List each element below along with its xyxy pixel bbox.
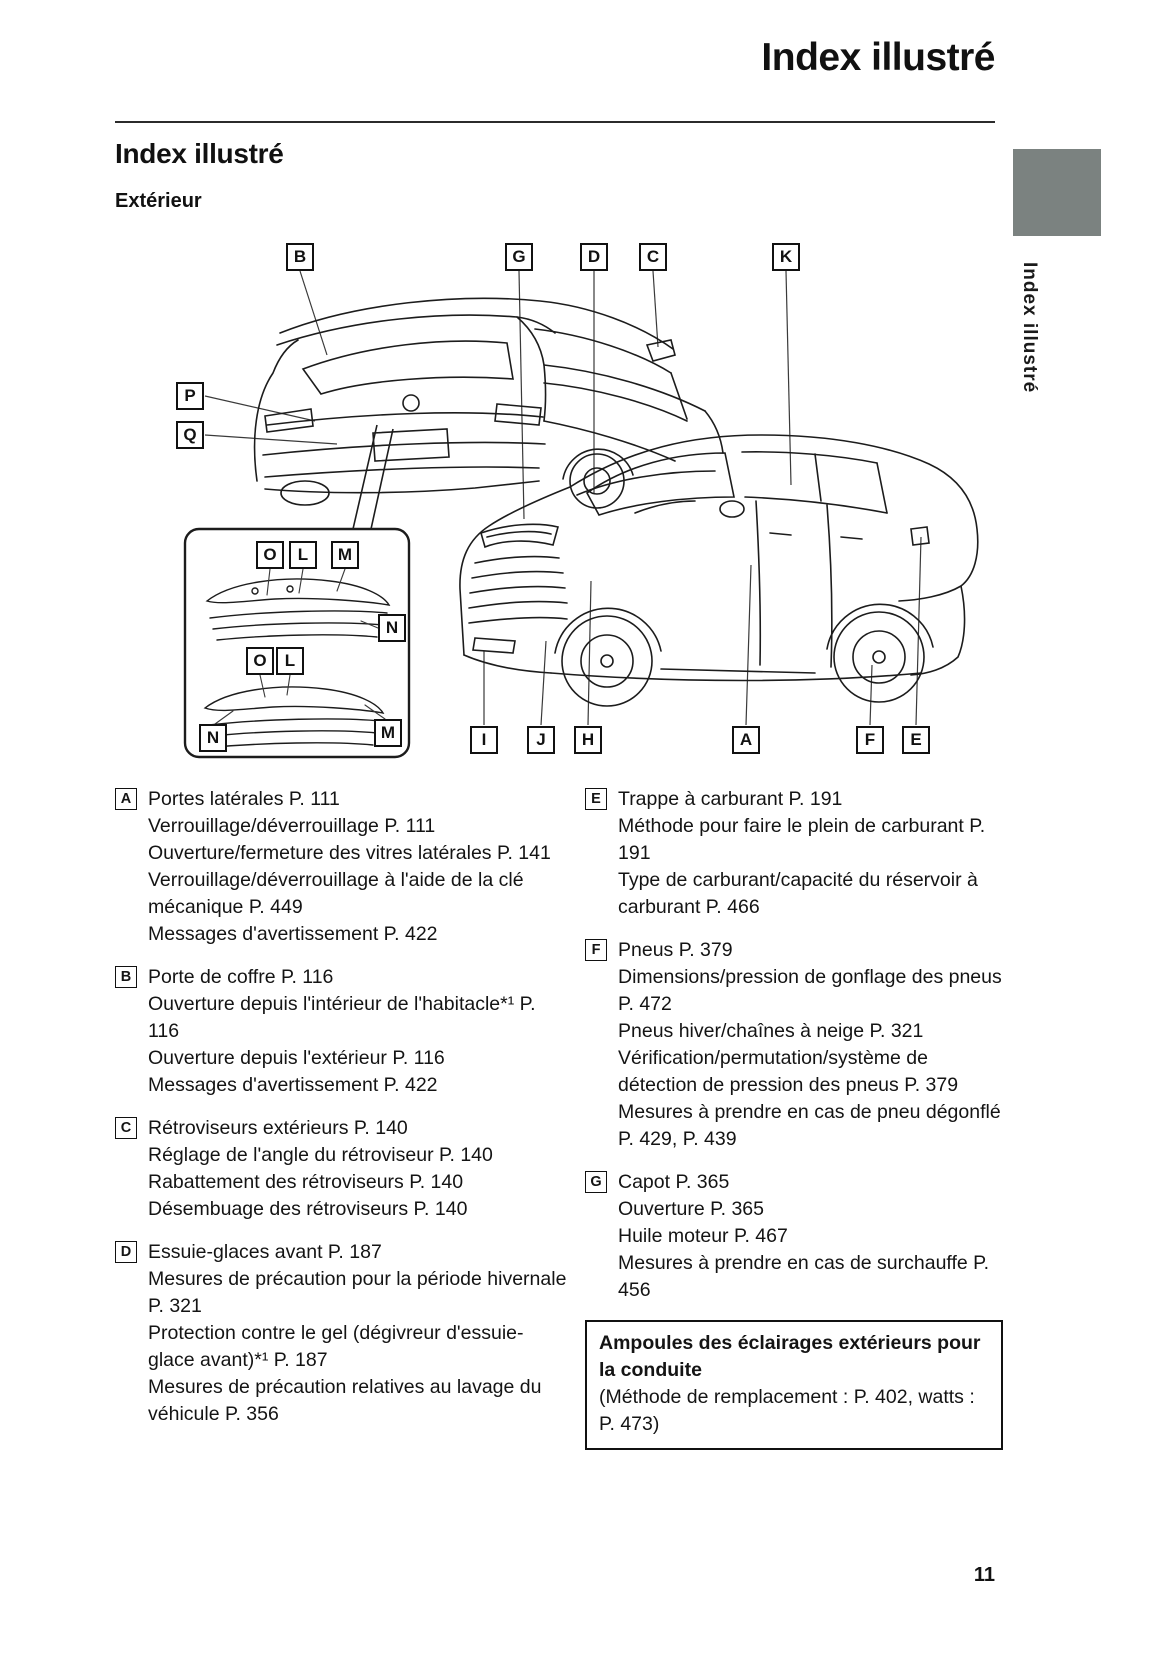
exterior-bulbs-note: Ampoules des éclairages extérieurs pour … bbox=[585, 1320, 1003, 1450]
diagram-label-e: E bbox=[902, 726, 930, 754]
entry-letter-badge-b: B bbox=[115, 966, 137, 988]
chapter-tab-label: Index illustré bbox=[1019, 262, 1040, 394]
entry-line: Ouverture P. 365 bbox=[618, 1198, 764, 1220]
entry-title-f: Pneus P. 379 bbox=[618, 939, 733, 961]
note-title: Ampoules des éclairages extérieurs pour … bbox=[599, 1332, 981, 1381]
callout-leader-lines bbox=[204, 270, 922, 726]
entry-title-e: Trappe à carburant P. 191 bbox=[618, 788, 843, 810]
entry-title-b: Porte de coffre P. 116 bbox=[148, 966, 334, 988]
diagram-label-c: C bbox=[639, 243, 667, 271]
entry-letter-badge-g: G bbox=[585, 1171, 607, 1193]
entry-line: Ouverture depuis l'intérieur de l'habita… bbox=[148, 993, 536, 1042]
entry-title-a: Portes latérales P. 111 bbox=[148, 788, 340, 810]
diagram-label-m-2: M bbox=[374, 719, 402, 747]
entry-letter-badge-a: A bbox=[115, 788, 137, 810]
entry-title-c: Rétroviseurs extérieurs P. 140 bbox=[148, 1117, 408, 1139]
diagram-label-p: P bbox=[176, 382, 204, 410]
diagram-label-n-1: N bbox=[378, 614, 406, 642]
diagram-label-o-2: O bbox=[246, 647, 274, 675]
entry-letter-badge-f: F bbox=[585, 939, 607, 961]
entry-line: Mesures à prendre en cas de pneu dégonfl… bbox=[618, 1101, 1001, 1150]
page-number: 11 bbox=[973, 1564, 995, 1586]
index-entry-b: B Porte de coffre P. 116 Ouverture depui… bbox=[115, 964, 567, 1099]
chapter-tab-marker bbox=[1013, 149, 1101, 236]
entry-line: Mesures de précaution relatives au lavag… bbox=[148, 1376, 542, 1425]
entry-letter-badge-d: D bbox=[115, 1241, 137, 1263]
entry-line: Verrouillage/déverrouillage à l'aide de … bbox=[148, 869, 524, 918]
index-column-left: A Portes latérales P. 111 Verrouillage/d… bbox=[115, 786, 567, 1444]
diagram-label-a: A bbox=[732, 726, 760, 754]
entry-line: Protection contre le gel (dégivreur d'es… bbox=[148, 1322, 524, 1371]
header-divider bbox=[115, 121, 995, 123]
entry-line: Dimensions/pression de gonflage des pneu… bbox=[618, 966, 1002, 1015]
diagram-label-j: J bbox=[527, 726, 555, 754]
entry-line: Huile moteur P. 467 bbox=[618, 1225, 788, 1247]
index-entry-f: F Pneus P. 379 Dimensions/pression de go… bbox=[585, 937, 1003, 1153]
entry-title-g: Capot P. 365 bbox=[618, 1171, 730, 1193]
detail-inset-art bbox=[183, 527, 411, 759]
entry-line: Messages d'avertissement P. 422 bbox=[148, 1074, 438, 1096]
diagram-label-l-2: L bbox=[276, 647, 304, 675]
index-entry-g: G Capot P. 365 Ouverture P. 365 Huile mo… bbox=[585, 1169, 1003, 1304]
diagram-label-h: H bbox=[574, 726, 602, 754]
index-entry-a: A Portes latérales P. 111 Verrouillage/d… bbox=[115, 786, 567, 948]
diagram-label-q: Q bbox=[176, 421, 204, 449]
diagram-label-d: D bbox=[580, 243, 608, 271]
entry-line: Ouverture/fermeture des vitres latérales… bbox=[148, 842, 551, 864]
entry-title-d: Essuie-glaces avant P. 187 bbox=[148, 1241, 382, 1263]
index-entry-e: E Trappe à carburant P. 191 Méthode pour… bbox=[585, 786, 1003, 921]
exterior-diagram-art bbox=[183, 270, 979, 759]
diagram-label-k: K bbox=[772, 243, 800, 271]
entry-line: Réglage de l'angle du rétroviseur P. 140 bbox=[148, 1144, 493, 1166]
diagram-label-f: F bbox=[856, 726, 884, 754]
entry-letter-badge-e: E bbox=[585, 788, 607, 810]
note-body: (Méthode de remplacement : P. 402, watts… bbox=[599, 1386, 975, 1435]
entry-line: Mesures à prendre en cas de surchauffe P… bbox=[618, 1252, 990, 1301]
diagram-label-n-2: N bbox=[199, 724, 227, 752]
entry-letter-badge-c: C bbox=[115, 1117, 137, 1139]
diagram-label-i: I bbox=[470, 726, 498, 754]
entry-line: Rabattement des rétroviseurs P. 140 bbox=[148, 1171, 464, 1193]
entry-line: Vérification/permutation/système de déte… bbox=[618, 1047, 959, 1096]
index-column-right: E Trappe à carburant P. 191 Méthode pour… bbox=[585, 786, 1003, 1450]
exterior-diagram: B G D C K P Q O L M N O L N M I J H A F … bbox=[115, 233, 995, 768]
entry-line: Verrouillage/déverrouillage P. 111 bbox=[148, 815, 436, 837]
entry-line: Mesures de précaution pour la période hi… bbox=[148, 1268, 567, 1317]
entry-line: Pneus hiver/chaînes à neige P. 321 bbox=[618, 1020, 924, 1042]
diagram-label-m-1: M bbox=[331, 541, 359, 569]
page-header-title: Index illustré bbox=[761, 36, 995, 79]
entry-line: Messages d'avertissement P. 422 bbox=[148, 923, 438, 945]
entry-line: Méthode pour faire le plein de carburant… bbox=[618, 815, 986, 864]
diagram-label-g: G bbox=[505, 243, 533, 271]
section-title: Index illustré bbox=[115, 138, 284, 169]
rear-view-vehicle-art bbox=[253, 297, 724, 509]
entry-line: Désembuage des rétroviseurs P. 140 bbox=[148, 1198, 468, 1220]
entry-line: Ouverture depuis l'extérieur P. 116 bbox=[148, 1047, 445, 1069]
diagram-label-b: B bbox=[286, 243, 314, 271]
subsection-title: Extérieur bbox=[115, 190, 202, 212]
entry-line: Type de carburant/capacité du réservoir … bbox=[618, 869, 978, 918]
index-entry-c: C Rétroviseurs extérieurs P. 140 Réglage… bbox=[115, 1115, 567, 1223]
diagram-label-o-1: O bbox=[256, 541, 284, 569]
index-entry-d: D Essuie-glaces avant P. 187 Mesures de … bbox=[115, 1239, 567, 1428]
front-view-vehicle-art bbox=[459, 434, 979, 707]
diagram-label-l-1: L bbox=[289, 541, 317, 569]
